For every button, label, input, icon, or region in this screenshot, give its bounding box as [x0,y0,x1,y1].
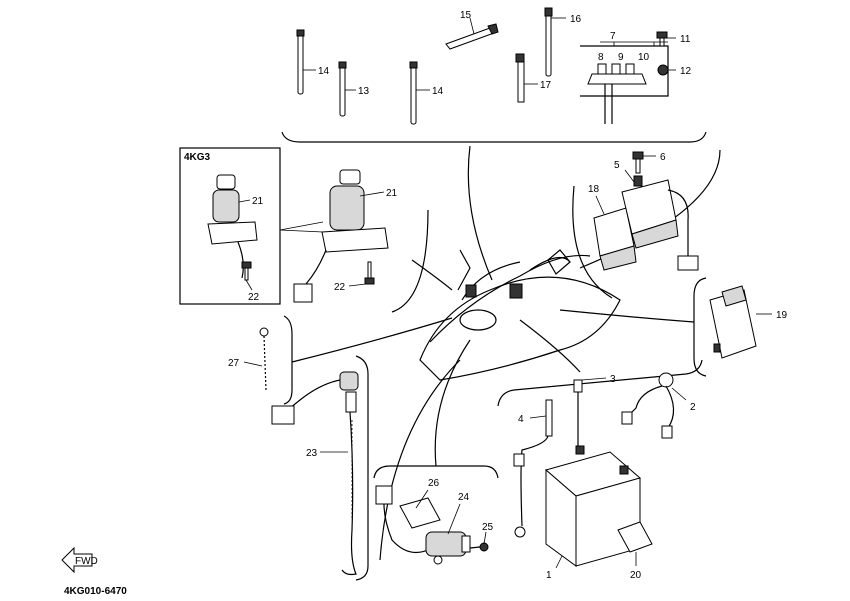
callout-27: 27 [228,358,240,369]
callout-8: 8 [598,52,604,63]
callout-12: 12 [680,66,692,77]
callout-2: 2 [690,402,696,413]
callout-13: 13 [358,86,370,97]
band-15 [445,23,499,50]
link-line-c [411,259,453,291]
cable-tie-13 [338,61,347,117]
bracket-26 [373,465,499,479]
callout-10: 10 [638,52,650,63]
callout-21-inset: 21 [252,196,264,207]
callout-5: 5 [614,160,620,171]
callout-17: 17 [540,80,552,91]
callout-14-left: 14 [318,66,330,77]
callout-labels: 1 2 3 4 5 6 7 8 9 10 11 12 13 14 14 15 1… [228,10,788,581]
callout-11: 11 [680,34,691,45]
bolt-22 [364,261,375,285]
fuse-box-7 [580,45,669,124]
screw-25 [469,542,489,552]
callout-15: 15 [460,10,472,21]
link-line-h [379,359,461,561]
link-line-a [467,145,493,281]
coupler-26 [375,485,441,554]
callout-24: 24 [458,492,470,503]
callout-3: 3 [610,374,616,385]
bolt-22-inset [241,261,252,281]
lead-cable-4 [513,399,553,538]
callout-14-mid: 14 [432,86,444,97]
bracket-relay-group [572,185,613,299]
bracket-19 [693,277,707,377]
main-switch-21-inset [207,174,258,279]
callout-22-inset: 22 [248,292,260,303]
callout-20: 20 [630,570,642,581]
callout-25: 25 [482,522,494,533]
callout-19: 19 [776,310,788,321]
top-group-bracket [281,131,707,143]
relay-18 [593,207,637,271]
bracket-switch-group [391,209,429,313]
fuse-20 [617,521,653,553]
bracket-battery [497,359,703,407]
callout-9: 9 [618,52,624,63]
screw-6 [632,151,644,174]
main-switch-21 [293,169,389,303]
inset-4kg3-frame [179,147,281,305]
callout-4: 4 [518,414,524,425]
link-line-d [291,317,453,363]
callout-1: 1 [546,570,552,581]
callout-21: 21 [386,188,398,199]
link-line-e [559,309,695,323]
callout-7: 7 [610,31,616,42]
inset-label: 4KG3 [184,152,211,163]
battery-cable-2 [621,372,675,439]
cable-tie-14-mid [409,61,418,125]
front-direction-arrow: FWD [61,546,98,574]
frame-sketch [419,249,621,381]
leader-lines [238,17,772,569]
battery-1 [544,445,642,567]
callout-23: 23 [306,448,318,459]
unit-19 [709,285,757,359]
wire-harness-23 [271,371,359,576]
relay-24 [425,531,471,565]
cable-tie-14-left [296,29,305,95]
starter-relay-5 [621,175,699,271]
screw-11 [656,31,668,47]
bracket-23 [355,355,369,581]
callout-22: 22 [334,282,346,293]
callout-16: 16 [570,14,582,25]
callout-18: 18 [588,184,600,195]
front-marker-text: FWD [75,556,98,567]
inset-pointer [279,221,324,233]
terminal-cable-3 [573,379,583,446]
callout-26: 26 [428,478,440,489]
cable-band-27 [259,327,269,391]
drawing-code: 4KG010-6470 [64,586,127,597]
nut-12 [657,64,669,76]
link-line-f [519,319,581,373]
callout-6: 6 [660,152,666,163]
cable-tie-16 [544,7,553,77]
cable-tie-17 [515,53,525,103]
bracket-27 [283,315,293,405]
link-line-g [434,339,471,467]
